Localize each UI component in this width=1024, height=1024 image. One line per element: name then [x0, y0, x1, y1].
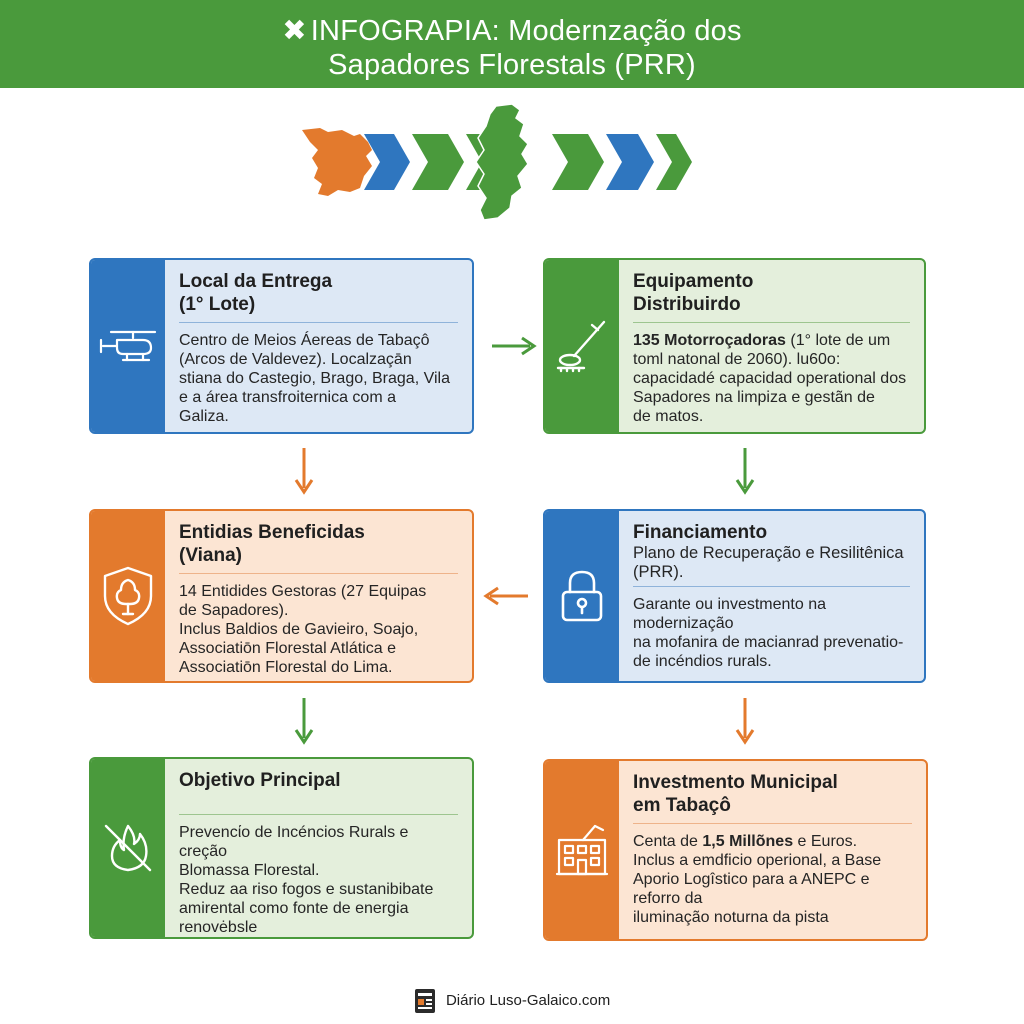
arrow-down-entidades-to-objetivo: [294, 698, 314, 745]
card-text: Garante ou investmento na modernização n…: [633, 596, 904, 670]
card-body: Financiamento Plano de Recuperação e Res…: [619, 511, 924, 681]
chevron-1: [364, 134, 410, 190]
arrow-right-local-to-equipamento: [492, 336, 537, 356]
card-text-line: Centa de 1,5 Millõnes e Euros.: [633, 833, 858, 850]
card-text: Prevencίo de Incéncios Rurals e creção B…: [179, 824, 434, 936]
brush-cutter-icon: [556, 320, 606, 373]
card-equipamento: Equipamento Distribuirdo 135 Motorroçado…: [543, 258, 926, 434]
card-icon-panel: [545, 260, 619, 432]
card-divider: [633, 586, 910, 587]
chevron-6: [656, 134, 692, 190]
card-investimento-municipal: Investmento Municipal em Tabaçô Centa de…: [543, 759, 928, 941]
card-divider: [179, 573, 458, 574]
card-text: Centa de 1,5 Millõnes e Euros. Inclus a …: [633, 832, 912, 927]
card-local-entrega: Local da Entrega (1° Lote) Centro de Mei…: [89, 258, 474, 434]
card-title: Equipamento Distribuirdo: [633, 271, 754, 315]
building-icon: [555, 824, 609, 876]
card-title: Investmento Municipal em Tabaçô: [633, 772, 838, 816]
card-body: Entidias Beneficidas (Viana) 14 Entidide…: [165, 511, 472, 681]
card-icon-panel: [545, 761, 619, 939]
card-body: Equipamento Distribuirdo 135 Motorroçado…: [619, 260, 924, 432]
card-subtitle: Plano de Recuperação e Resilitênica (PRR…: [633, 544, 904, 581]
card-title: Objetivo Principal: [179, 770, 341, 791]
card-divider: [179, 322, 458, 323]
card-text: 14 Entidides Gestoras (27 Equipas de Sap…: [179, 583, 427, 676]
card-icon-panel: [91, 759, 165, 937]
arrow-down-equipamento-to-financiamento: [735, 448, 755, 495]
card-divider: [633, 322, 910, 323]
page-title-line1: ✖INFOGRAPIA: Modernzação dos: [282, 15, 742, 47]
chevron-5: [606, 134, 654, 190]
crossed-tools-icon: ✖: [282, 15, 307, 47]
chevron-row: [364, 134, 692, 190]
card-entidades-beneficiadas: Entidias Beneficidas (Viana) 14 Entidide…: [89, 509, 474, 683]
helicopter-icon: [99, 330, 157, 362]
card-text: Centro de Meios Áereas de Tabaçô (Arcos …: [179, 332, 450, 425]
arrow-left-financiamento-to-entidades: [483, 586, 528, 606]
page-title-line2: Sapadores Florestals (PRR): [328, 49, 696, 81]
card-title: Entidias Beneficidas (Viana): [179, 522, 365, 566]
header-banner: ✖INFOGRAPIA: Modernzação dos Sapadores F…: [0, 0, 1024, 88]
footer-credit: Diário Luso-Galaico.com: [0, 988, 1024, 1014]
progress-chevrons-map: [302, 103, 692, 221]
orange-map-shape: [302, 128, 372, 196]
card-icon-panel: [91, 260, 165, 432]
footer-source-text[interactable]: Diário Luso-Galaico.com: [445, 991, 611, 1009]
card-divider: [633, 823, 912, 824]
card-body: Objetivo Principal Prevencίo de Incéncio…: [165, 759, 472, 937]
chevron-4: [552, 134, 604, 190]
card-icon-panel: [91, 511, 165, 681]
card-text-line: 135 Motorroçadoras (1° lote de um: [633, 332, 891, 349]
tree-shield-icon: [103, 566, 153, 626]
portugal-map-icon: [475, 103, 529, 221]
card-title: Local da Entrega (1° Lote): [179, 271, 333, 315]
arrow-down-financiamento-to-investimento: [735, 698, 755, 745]
card-body: Investmento Municipal em Tabaçô Centa de…: [619, 761, 926, 939]
arrow-down-local-to-entidades: [294, 448, 314, 495]
padlock-icon: [561, 570, 603, 622]
newspaper-logo-icon: [414, 989, 435, 1013]
card-financiamento: Financiamento Plano de Recuperação e Res…: [543, 509, 926, 683]
no-fire-icon: [104, 824, 152, 872]
chevron-2: [412, 134, 464, 190]
card-title: Financiamento: [633, 522, 768, 543]
card-body: Local da Entrega (1° Lote) Centro de Mei…: [165, 260, 472, 432]
card-text: 135 Motorroçadoras (1° lote de um toml n…: [633, 331, 910, 426]
card-divider: [179, 814, 458, 815]
card-objetivo-principal: Objetivo Principal Prevencίo de Incéncio…: [89, 757, 474, 939]
card-icon-panel: [545, 511, 619, 681]
